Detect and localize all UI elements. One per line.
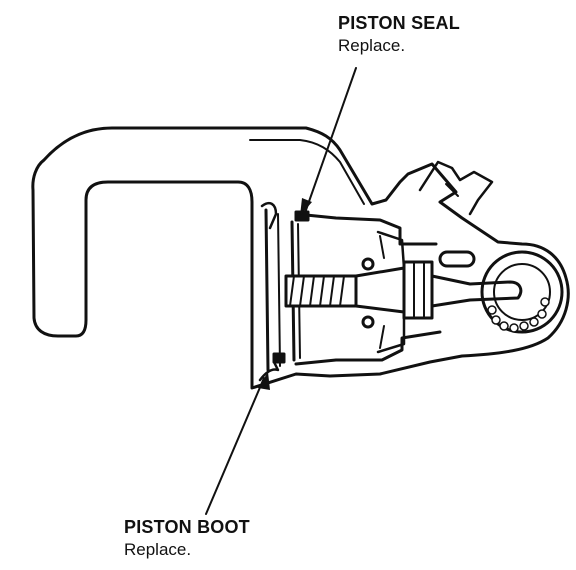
piston-seal-lower bbox=[272, 352, 286, 364]
piston-boot-leader bbox=[205, 377, 265, 515]
cone-spring bbox=[376, 230, 406, 354]
caliper-body-outline bbox=[31, 126, 570, 390]
cylinder-lower-wall bbox=[294, 330, 442, 366]
piston-boot-callout: PISTON BOOT Replace. bbox=[124, 516, 250, 560]
piston-seal-title: PISTON SEAL bbox=[338, 13, 460, 33]
caliper-inner-contour bbox=[249, 139, 365, 205]
cylinder-upper-wall bbox=[294, 212, 438, 246]
piston-face bbox=[264, 208, 270, 372]
lever-pivot bbox=[480, 250, 564, 334]
piston-boot-note: Replace. bbox=[124, 539, 192, 559]
piston-boot-lower bbox=[258, 360, 280, 382]
shaft-slot bbox=[438, 250, 476, 268]
bleeder-bracket bbox=[418, 160, 494, 216]
piston-boot-title: PISTON BOOT bbox=[124, 517, 250, 537]
piston-boot-upper bbox=[260, 202, 278, 230]
lever-shaft bbox=[430, 274, 523, 308]
piston-seal-note: Replace. bbox=[338, 35, 406, 55]
piston-face-inner bbox=[277, 213, 281, 367]
piston-seal-leader bbox=[305, 67, 357, 211]
sleeve-piston bbox=[402, 260, 434, 320]
piston-seal-callout: PISTON SEAL Replace. bbox=[338, 12, 460, 56]
